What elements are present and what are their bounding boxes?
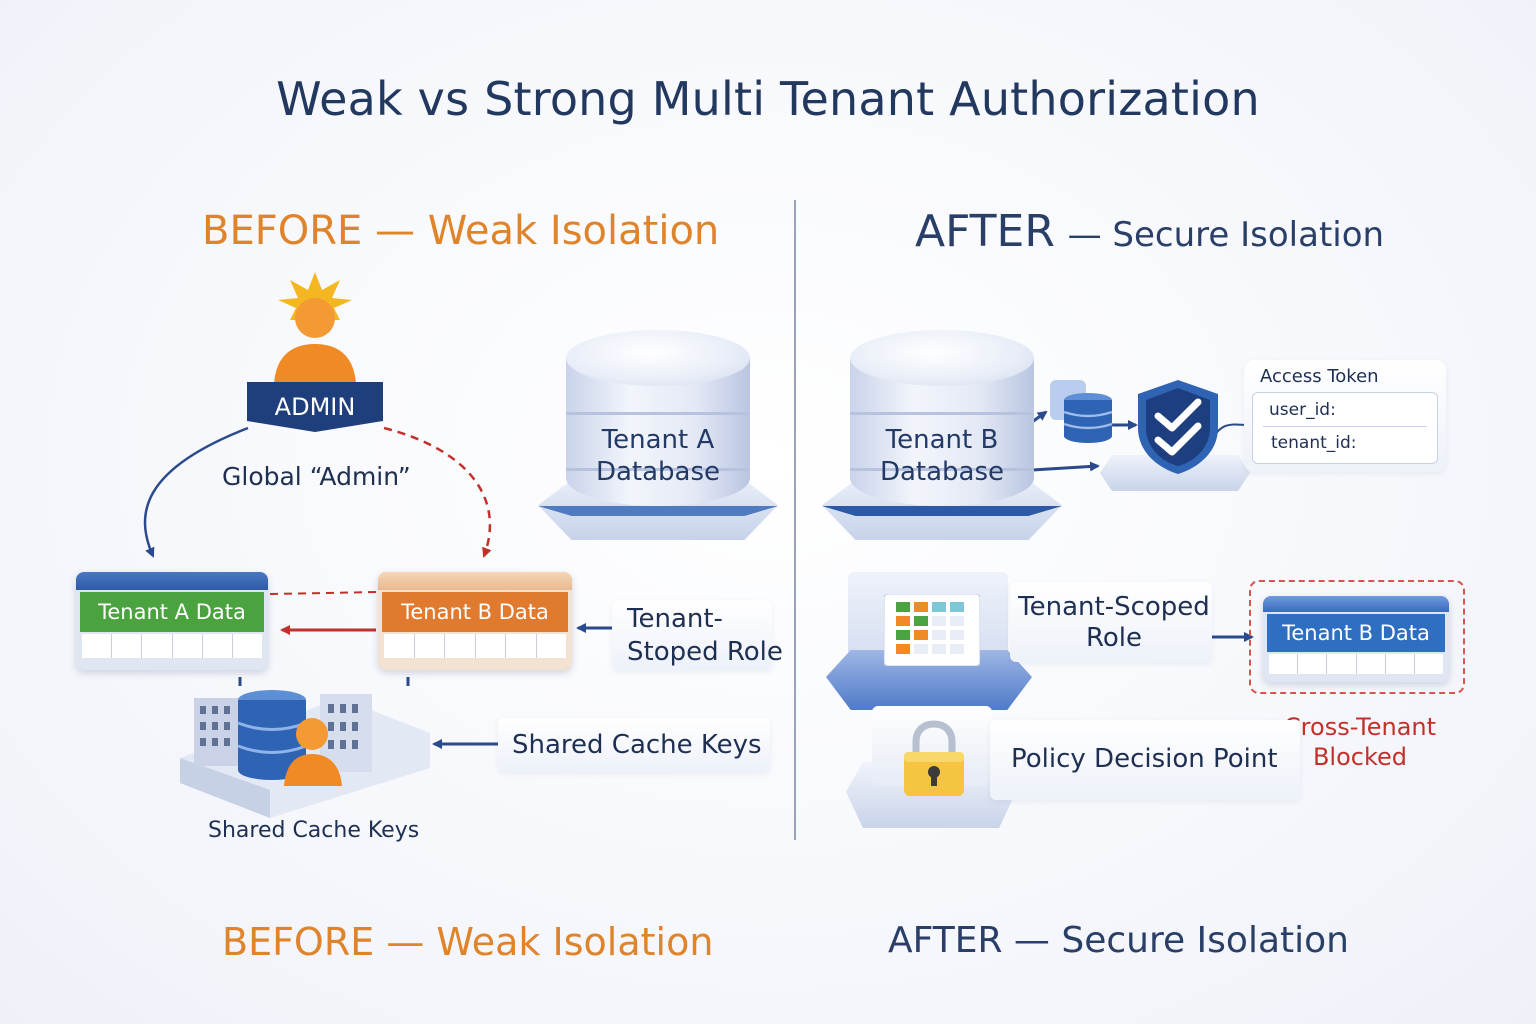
db-base-rim <box>538 506 778 516</box>
admin-person-icon <box>274 272 356 384</box>
data-grid <box>384 634 566 658</box>
token-fields: user_id: tenant_id: <box>1252 392 1438 464</box>
shared-cache-callout: Shared Cache Keys <box>512 730 762 760</box>
diagram-title: Weak vs Strong Multi Tenant Authorizatio… <box>276 72 1260 126</box>
global-admin-label: Global “Admin” <box>222 462 411 491</box>
before-header-bottom: BEFORE — Weak Isolation <box>222 920 714 964</box>
tenant-a-database: Tenant A Database <box>538 330 778 545</box>
access-token-card: Access Token user_id: tenant_id: <box>1244 360 1446 472</box>
tenant-scoped-role-label-after: Tenant-Scoped Role <box>1010 592 1218 654</box>
policy-decision-point-label: Policy Decision Point <box>1011 744 1278 774</box>
db-to-cache-arrow <box>1031 410 1048 424</box>
before-header-top: BEFORE — Weak Isolation <box>202 208 719 254</box>
cache-link-ticks <box>238 677 410 686</box>
before-header-main: BEFORE <box>202 208 363 254</box>
spreadsheet-icon <box>884 594 980 666</box>
role-line2: Stoped Role <box>627 637 783 667</box>
box-lid <box>76 572 268 590</box>
data-grid <box>82 634 262 658</box>
db-cylinder-top <box>566 330 750 386</box>
after-header-top: AFTER — Secure Isolation <box>915 206 1384 257</box>
tenant-a-database-label: Tenant A Database <box>566 424 750 488</box>
admin-to-tenant-a-arrow <box>143 426 249 558</box>
db-to-pdp-arrow <box>1031 461 1100 472</box>
data-grid <box>1269 654 1443 674</box>
token-field-divider <box>1263 426 1427 427</box>
shared-cache-plate <box>498 718 770 772</box>
tenant-a-data-box: Tenant A Data <box>76 572 268 670</box>
cross-tenant-dashed-link <box>269 591 379 595</box>
tenant-b-database-label: Tenant B Database <box>850 424 1034 488</box>
padlock-icon <box>904 720 964 796</box>
cross-tenant-blocked-label: Cross-Tenant Blocked <box>1282 712 1438 772</box>
db-cylinder-band <box>850 468 1034 471</box>
cache-stack-icon <box>1050 380 1113 443</box>
db-label-line2: Database <box>595 457 721 487</box>
role-line2: Role <box>1085 623 1143 653</box>
pdp-plate <box>990 720 1300 800</box>
after-header-bottom: AFTER — Secure Isolation <box>888 920 1349 961</box>
before-header-rest: — Weak Isolation <box>375 208 720 254</box>
role-line1: Tenant-Scoped <box>1018 592 1210 622</box>
db-label-line1: Tenant B <box>885 425 999 455</box>
db-base-rim <box>822 506 1062 516</box>
role-line1: Tenant- <box>627 604 723 634</box>
tenant-b-data-box-after: Tenant B Data <box>1263 596 1449 682</box>
shared-cache-building-icon <box>180 690 430 818</box>
access-token-title: Access Token <box>1260 366 1379 387</box>
panel-divider <box>794 200 796 840</box>
tenant-scoped-role-label: Tenant- Stoped Role <box>627 603 783 669</box>
db-cylinder-top <box>850 330 1034 386</box>
db-cylinder-band <box>850 412 1034 415</box>
tenant-role-plate <box>612 600 772 670</box>
db-label-line1: Tenant A <box>601 425 715 455</box>
db-label-line2: Database <box>879 457 1005 487</box>
shared-cache-caption: Shared Cache Keys <box>208 818 420 843</box>
tenant-b-data-label-after: Tenant B Data <box>1267 614 1445 652</box>
tenant-scoped-role-plate <box>1010 582 1212 662</box>
blocked-line1: Cross-Tenant <box>1283 713 1437 741</box>
blocked-zone <box>1249 580 1465 694</box>
box-lid <box>378 572 572 590</box>
tenant-b-data-box: Tenant B Data <box>378 572 572 670</box>
token-user-id-field: user_id: <box>1269 400 1336 420</box>
shield-check-icon <box>1138 380 1218 474</box>
box-lid <box>1263 596 1449 612</box>
admin-to-tenant-b-arrow <box>383 426 492 558</box>
after-header-main: AFTER <box>915 206 1055 257</box>
admin-badge: ADMIN <box>247 382 383 432</box>
db-cylinder-band <box>566 468 750 471</box>
tenant-b-data-label: Tenant B Data <box>382 592 568 632</box>
token-tenant-id-field: tenant_id: <box>1271 433 1357 453</box>
tenant-b-database: Tenant B Database <box>822 330 1062 545</box>
tenant-a-data-label: Tenant A Data <box>80 592 264 632</box>
db-cylinder-band <box>566 412 750 415</box>
after-header-rest: — Secure Isolation <box>1067 215 1385 255</box>
blocked-line2: Blocked <box>1312 743 1408 771</box>
